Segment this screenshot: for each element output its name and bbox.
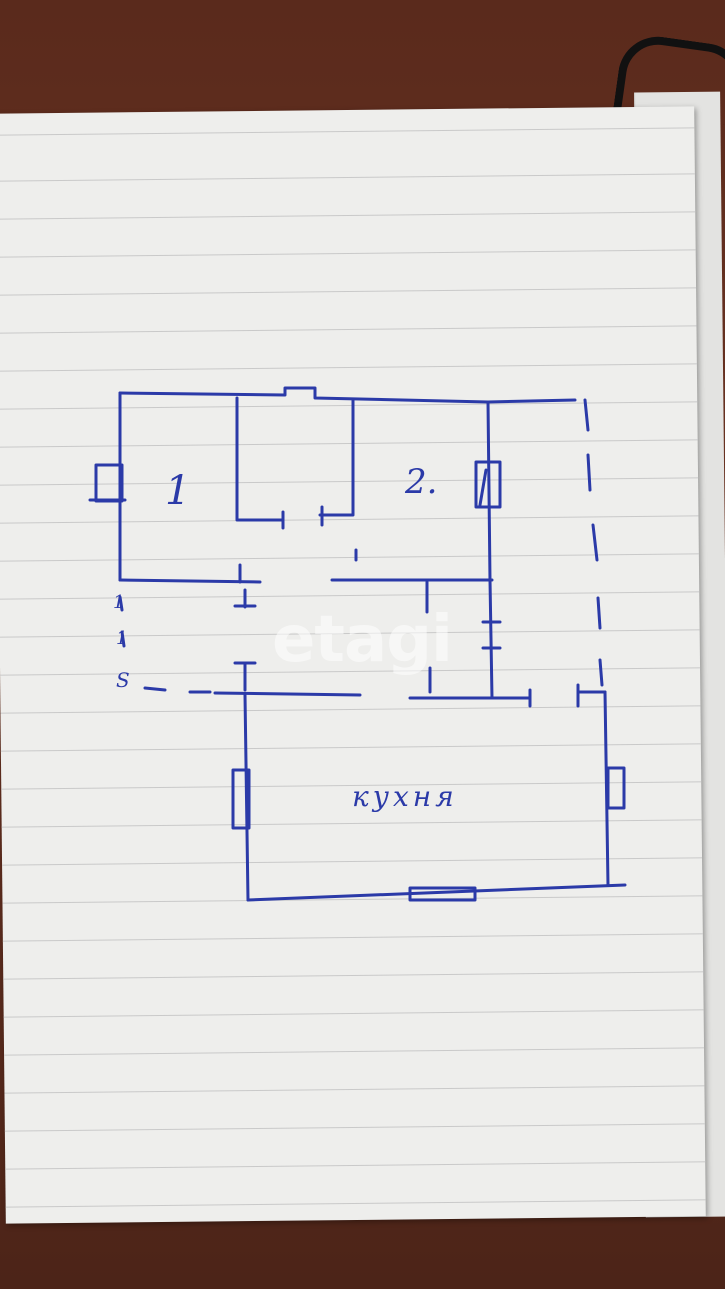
window-room1 (94, 463, 124, 503)
wall-right-room2 (486, 400, 492, 582)
wall-closet-right (318, 398, 355, 517)
room-1-label: 1 (165, 468, 191, 514)
window-kitchen-bottom (408, 886, 477, 902)
window-kitchen-left (231, 768, 251, 830)
wall-bottom-room1 (118, 578, 262, 584)
wall-closet-left (235, 396, 285, 522)
wall-kitchen-top (213, 691, 362, 697)
window-room2 (474, 460, 502, 509)
side-mark-1: 1 (113, 592, 125, 613)
wall-top (118, 386, 577, 404)
side-mark-3: S (116, 668, 130, 692)
kitchen-label: кухня (352, 780, 458, 813)
wall-kitchen-bottom (246, 883, 627, 902)
etagi-watermark: etagi (272, 603, 453, 677)
side-mark-2: 1 (116, 628, 128, 649)
room-2-label: 2. (405, 462, 438, 502)
wall-bathroom-right (488, 578, 494, 700)
wall-kitchen-left (243, 693, 250, 902)
window-kitchen-right (606, 766, 626, 810)
